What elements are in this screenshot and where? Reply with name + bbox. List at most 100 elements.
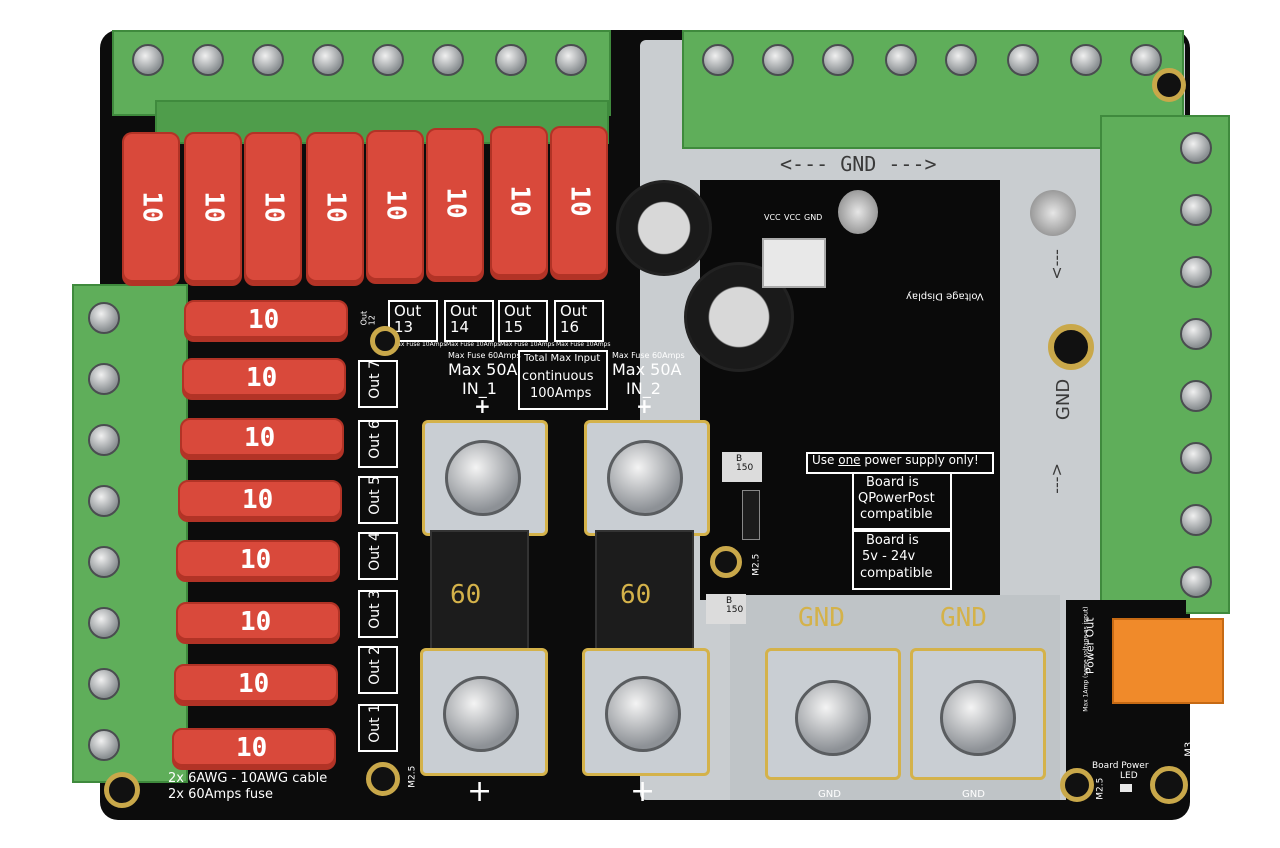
input-bolt[interactable]: [443, 676, 519, 752]
terminal-screw[interactable]: [1180, 318, 1212, 350]
fuse-rating: 10: [248, 305, 280, 335]
terminal-screw[interactable]: [312, 44, 344, 76]
blade-fuse[interactable]: 10: [180, 418, 344, 460]
terminal-screw[interactable]: [88, 363, 120, 395]
terminal-screw[interactable]: [1180, 256, 1212, 288]
terminal-screw[interactable]: [252, 44, 284, 76]
output-label: Out 12: [359, 310, 377, 326]
blade-fuse[interactable]: 10: [306, 132, 364, 286]
gnd-post-label: GND: [798, 603, 845, 633]
blade-fuse[interactable]: 10: [426, 128, 484, 282]
terminal-screw[interactable]: [762, 44, 794, 76]
output-label: Out 6: [367, 419, 384, 459]
voltage-line: 5v - 24v: [862, 549, 916, 564]
fuse-60a[interactable]: [595, 530, 694, 654]
board-power-label: Board Power: [1092, 761, 1149, 771]
blade-fuse[interactable]: 10: [550, 126, 608, 280]
mounting-hole: [1060, 768, 1094, 802]
terminal-screw[interactable]: [822, 44, 854, 76]
output-label-box: [444, 300, 494, 342]
terminal-screw[interactable]: [1070, 44, 1102, 76]
output-label: Out 15: [504, 302, 532, 336]
mounting-hole: [370, 326, 400, 356]
gnd-bolt[interactable]: [795, 680, 871, 756]
blade-fuse[interactable]: 10: [366, 130, 424, 284]
terminal-screw[interactable]: [702, 44, 734, 76]
blade-fuse[interactable]: 10: [184, 300, 348, 342]
terminal-screw[interactable]: [945, 44, 977, 76]
terminal-screw[interactable]: [885, 44, 917, 76]
blade-fuse[interactable]: 10: [172, 728, 336, 770]
input-bolt[interactable]: [605, 676, 681, 752]
terminal-screw[interactable]: [1180, 132, 1212, 164]
blade-fuse[interactable]: 10: [184, 132, 242, 286]
terminal-screw[interactable]: [495, 44, 527, 76]
gnd-post-label: GND: [940, 603, 987, 633]
in1-name: IN_1: [462, 379, 497, 398]
gnd-bolt[interactable]: [940, 680, 1016, 756]
blade-fuse[interactable]: 10: [182, 358, 346, 400]
gnd-side-arrow: --->: [1046, 463, 1066, 494]
terminal-screw[interactable]: [88, 607, 120, 639]
output-label-box: [358, 532, 398, 580]
mounting-hole: [366, 762, 400, 796]
terminal-screw[interactable]: [372, 44, 404, 76]
fuse-60a-label: 60: [620, 580, 652, 610]
terminal-screw[interactable]: [1130, 44, 1162, 76]
output-label-box: [358, 360, 398, 408]
terminal-screw[interactable]: [192, 44, 224, 76]
resistor: [742, 490, 760, 540]
terminal-screw[interactable]: [1180, 504, 1212, 536]
terminal-screw[interactable]: [88, 668, 120, 700]
blade-fuse[interactable]: 10: [490, 126, 548, 280]
terminal-screw[interactable]: [132, 44, 164, 76]
in2-bottom-plus: +: [630, 774, 656, 809]
input-bolt[interactable]: [445, 440, 521, 516]
in2-name: IN_2: [626, 379, 661, 398]
voltage-box: [852, 530, 952, 590]
power-out-sub: Max 1Amp (same voltage as input): [1082, 606, 1090, 712]
terminal-screw[interactable]: [88, 485, 120, 517]
terminal-screw[interactable]: [1180, 194, 1212, 226]
diode-label: B 150: [736, 454, 754, 474]
output-label-box: [388, 300, 438, 342]
mounting-hole: [1150, 766, 1188, 804]
terminal-screw[interactable]: [88, 546, 120, 578]
output-label-box: [358, 704, 398, 752]
hole-size-label: M2.5: [407, 765, 418, 788]
voltage-line: compatible: [860, 566, 933, 581]
terminal-screw[interactable]: [1180, 566, 1212, 598]
blade-fuse[interactable]: 10: [122, 132, 180, 286]
terminal-screw[interactable]: [88, 729, 120, 761]
terminal-screw[interactable]: [88, 302, 120, 334]
terminal-screw[interactable]: [1180, 380, 1212, 412]
standoff: [838, 190, 878, 234]
blade-fuse[interactable]: 10: [178, 480, 342, 522]
hole-size-label: M2.5: [1095, 777, 1106, 800]
blade-fuse[interactable]: 10: [244, 132, 302, 286]
terminal-screw[interactable]: [1007, 44, 1039, 76]
in1-max-fuse: Max Fuse 60Amps: [448, 351, 521, 360]
output-label: Out 13: [394, 302, 422, 336]
gnd-side-label: GND: [1053, 378, 1075, 421]
output-label: Out 4: [367, 531, 384, 571]
total-input-line: continuous: [522, 369, 594, 384]
mounting-hole: [104, 772, 140, 808]
terminal-screw[interactable]: [555, 44, 587, 76]
input-bolt[interactable]: [607, 440, 683, 516]
blade-fuse[interactable]: 10: [174, 664, 338, 706]
cable-note: 2x 60Amps fuse: [168, 787, 273, 802]
blade-fuse[interactable]: 10: [176, 602, 340, 644]
terminal-screw[interactable]: [1180, 442, 1212, 474]
terminal-screw[interactable]: [88, 424, 120, 456]
terminal-screw[interactable]: [432, 44, 464, 76]
output-label-box: [358, 646, 398, 694]
gnd-post-small: GND: [962, 789, 985, 800]
power-out-connector[interactable]: [1112, 618, 1224, 704]
in2-max-fuse: Max Fuse 60Amps: [612, 351, 685, 360]
fuse-60a[interactable]: [430, 530, 529, 654]
fuse-rating: 10: [136, 191, 167, 223]
voltage-display-label: Voltage Display: [906, 290, 984, 302]
blade-fuse[interactable]: 10: [176, 540, 340, 582]
display-connector[interactable]: [762, 238, 826, 288]
